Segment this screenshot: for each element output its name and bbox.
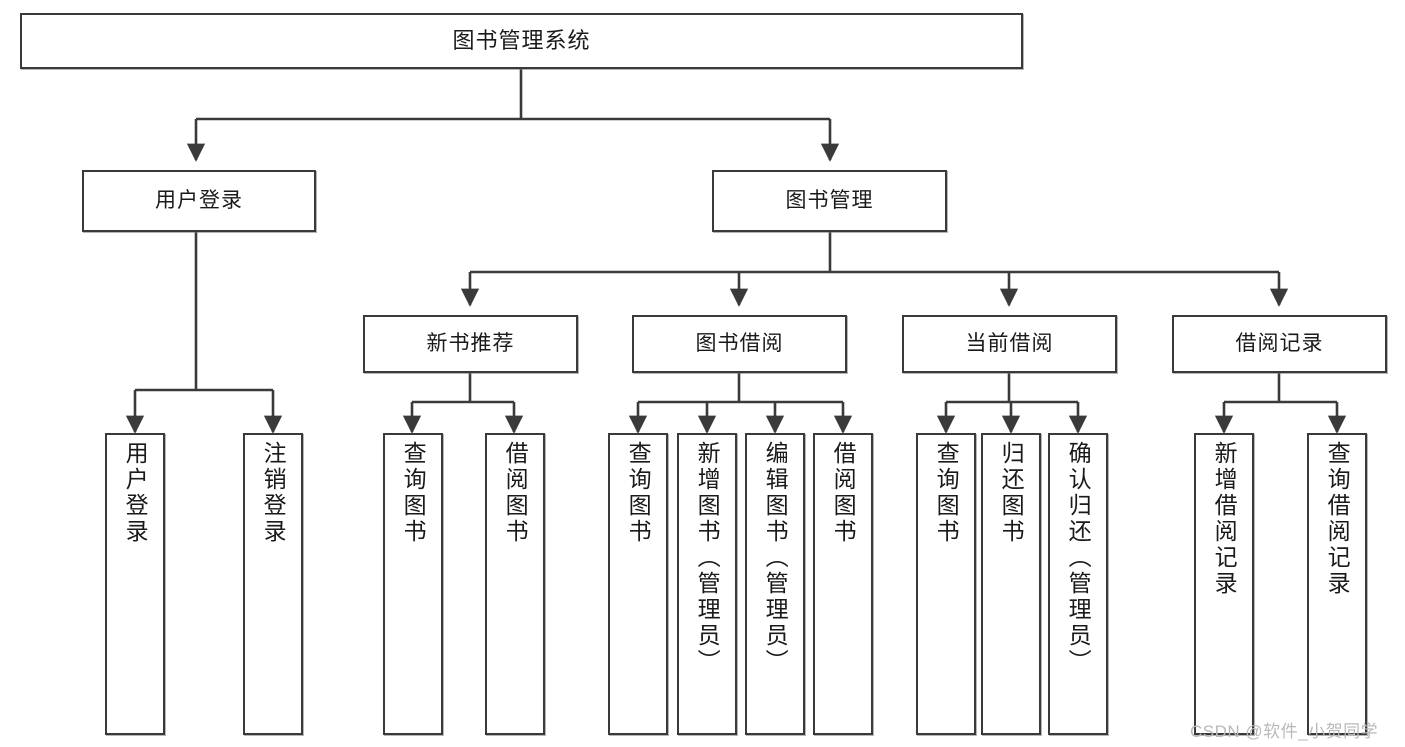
leaf-query-borrow-record[interactable]: 查询借阅记录 bbox=[1307, 433, 1367, 735]
node-book-management[interactable]: 图书管理 bbox=[712, 170, 947, 232]
leaf-return-books[interactable]: 归还图书 bbox=[981, 433, 1041, 735]
leaf-borrow-books[interactable]: 借阅图书 bbox=[813, 433, 873, 735]
node-label: 新增图书（管理员） bbox=[694, 441, 721, 675]
watermark: CSDN @软件_小贺同学 bbox=[1190, 722, 1379, 741]
node-label: 查询图书 bbox=[933, 441, 960, 545]
node-user-login[interactable]: 用户登录 bbox=[82, 170, 316, 232]
node-label: 借阅记录 bbox=[1235, 331, 1324, 355]
node-label: 用户登录 bbox=[155, 188, 243, 212]
node-label: 编辑图书（管理员） bbox=[762, 441, 789, 675]
node-label: 图书借阅 bbox=[695, 331, 784, 355]
node-label: 图书管理系统 bbox=[452, 28, 591, 54]
node-book-borrowing[interactable]: 图书借阅 bbox=[632, 315, 847, 373]
node-label: 新书推荐 bbox=[426, 331, 515, 355]
leaf-add-borrow-record[interactable]: 新增借阅记录 bbox=[1194, 433, 1254, 735]
node-label: 查询图书 bbox=[625, 441, 652, 545]
node-label: 图书管理 bbox=[785, 188, 874, 212]
leaf-confirm-return-admin[interactable]: 确认归还（管理员） bbox=[1048, 433, 1108, 735]
leaf-edit-book-admin[interactable]: 编辑图书（管理员） bbox=[745, 433, 805, 735]
node-label: 借阅图书 bbox=[830, 441, 857, 545]
node-label: 借阅图书 bbox=[502, 441, 529, 545]
node-label: 用户登录 bbox=[122, 441, 149, 545]
node-label: 确认归还（管理员） bbox=[1065, 441, 1092, 675]
leaf-query-books-borrow[interactable]: 查询图书 bbox=[608, 433, 668, 735]
leaf-borrow-books-new[interactable]: 借阅图书 bbox=[485, 433, 545, 735]
leaf-user-login[interactable]: 用户登录 bbox=[105, 433, 165, 735]
leaf-query-books-current[interactable]: 查询图书 bbox=[916, 433, 976, 735]
node-label: 新增借阅记录 bbox=[1211, 441, 1238, 597]
leaf-query-books-new[interactable]: 查询图书 bbox=[383, 433, 443, 735]
leaf-logout[interactable]: 注销登录 bbox=[243, 433, 303, 735]
node-label: 归还图书 bbox=[998, 441, 1025, 545]
node-label: 查询借阅记录 bbox=[1324, 441, 1351, 597]
leaf-add-book-admin[interactable]: 新增图书（管理员） bbox=[677, 433, 737, 735]
node-root-book-management-system[interactable]: 图书管理系统 bbox=[20, 13, 1023, 69]
node-current-borrowing[interactable]: 当前借阅 bbox=[902, 315, 1117, 373]
node-borrowing-records[interactable]: 借阅记录 bbox=[1172, 315, 1387, 373]
node-label: 当前借阅 bbox=[965, 331, 1054, 355]
node-label: 注销登录 bbox=[260, 441, 287, 545]
node-label: 查询图书 bbox=[400, 441, 427, 545]
node-new-book-recommendation[interactable]: 新书推荐 bbox=[363, 315, 578, 373]
